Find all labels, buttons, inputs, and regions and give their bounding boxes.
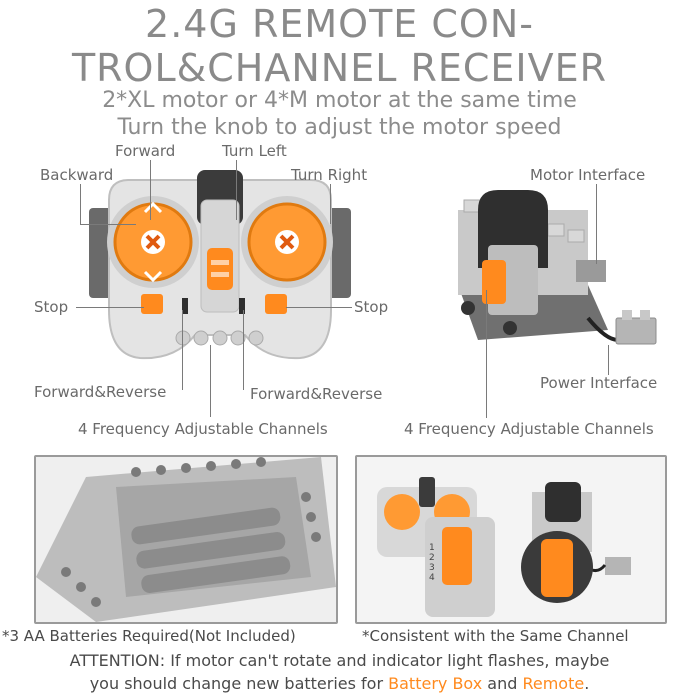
label-stop-left: Stop: [34, 298, 69, 316]
battery-box-photo: [34, 455, 338, 624]
leader-line-forward: [150, 160, 151, 220]
leader-line-turn-left: [236, 160, 237, 220]
label-turn-left: Turn Left: [222, 142, 287, 160]
label-backward: Backward: [40, 166, 114, 184]
leader-line-backward: [80, 184, 81, 224]
leader-line-turn-right: [330, 184, 331, 224]
subtitle-line-2: Turn the knob to adjust the motor speed: [117, 115, 562, 140]
leader-line-fr-left: [182, 310, 183, 390]
leader-line-fr-right: [243, 310, 244, 390]
leader-line-stop-right: [286, 307, 352, 308]
label-turn-right: Turn Right: [291, 166, 368, 184]
attention-and: and: [482, 674, 523, 693]
battery-box-highlight: Battery Box: [388, 674, 483, 693]
label-channels-receiver: 4 Frequency Adjustable Channels: [404, 420, 654, 438]
label-channels-remote: 4 Frequency Adjustable Channels: [78, 420, 328, 438]
label-forward: Forward: [115, 142, 176, 160]
leader-line-power-interface: [608, 345, 609, 375]
label-power-interface: Power Interface: [540, 374, 658, 392]
title-line-1: 2.4G REMOTE CON-: [145, 2, 534, 46]
label-stop-right: Stop: [354, 298, 389, 316]
title-line-2: TROL&CHANNEL RECEIVER: [71, 46, 608, 90]
channel-number-4: 4: [429, 573, 435, 583]
leader-line-backward-h: [80, 224, 136, 225]
channel-numbers: 1 2 3 4: [429, 543, 435, 583]
subtitle-line-1: 2*XL motor or 4*M motor at the same time: [102, 88, 577, 113]
leader-line-channels-receiver: [486, 290, 487, 418]
receiver-image: [458, 190, 657, 345]
attention-period: .: [584, 674, 590, 693]
attention-line-1: ATTENTION: If motor can't rotate and ind…: [69, 651, 610, 670]
leader-line-motor-interface: [596, 184, 597, 264]
channel-photo: 1 2 3 4: [355, 455, 667, 624]
leader-line-channels-remote: [210, 345, 211, 417]
attention-text: you should change new batteries for: [89, 674, 389, 693]
label-forward-reverse-right: Forward&Reverse: [250, 385, 383, 403]
note-consistent-channel: *Consistent with the Same Channel: [362, 627, 629, 645]
channel-number-2: 2: [429, 553, 435, 563]
channel-number-3: 3: [429, 563, 435, 573]
remote-controller-image: [89, 170, 351, 360]
attention-line-2: you should change new batteries for Batt…: [0, 674, 679, 693]
remote-highlight: Remote: [522, 674, 585, 693]
note-batteries: *3 AA Batteries Required(Not Included): [2, 627, 296, 645]
channel-number-1: 1: [429, 543, 435, 553]
label-motor-interface: Motor Interface: [530, 166, 646, 184]
label-forward-reverse-left: Forward&Reverse: [34, 383, 167, 401]
leader-line-stop-left: [76, 307, 144, 308]
